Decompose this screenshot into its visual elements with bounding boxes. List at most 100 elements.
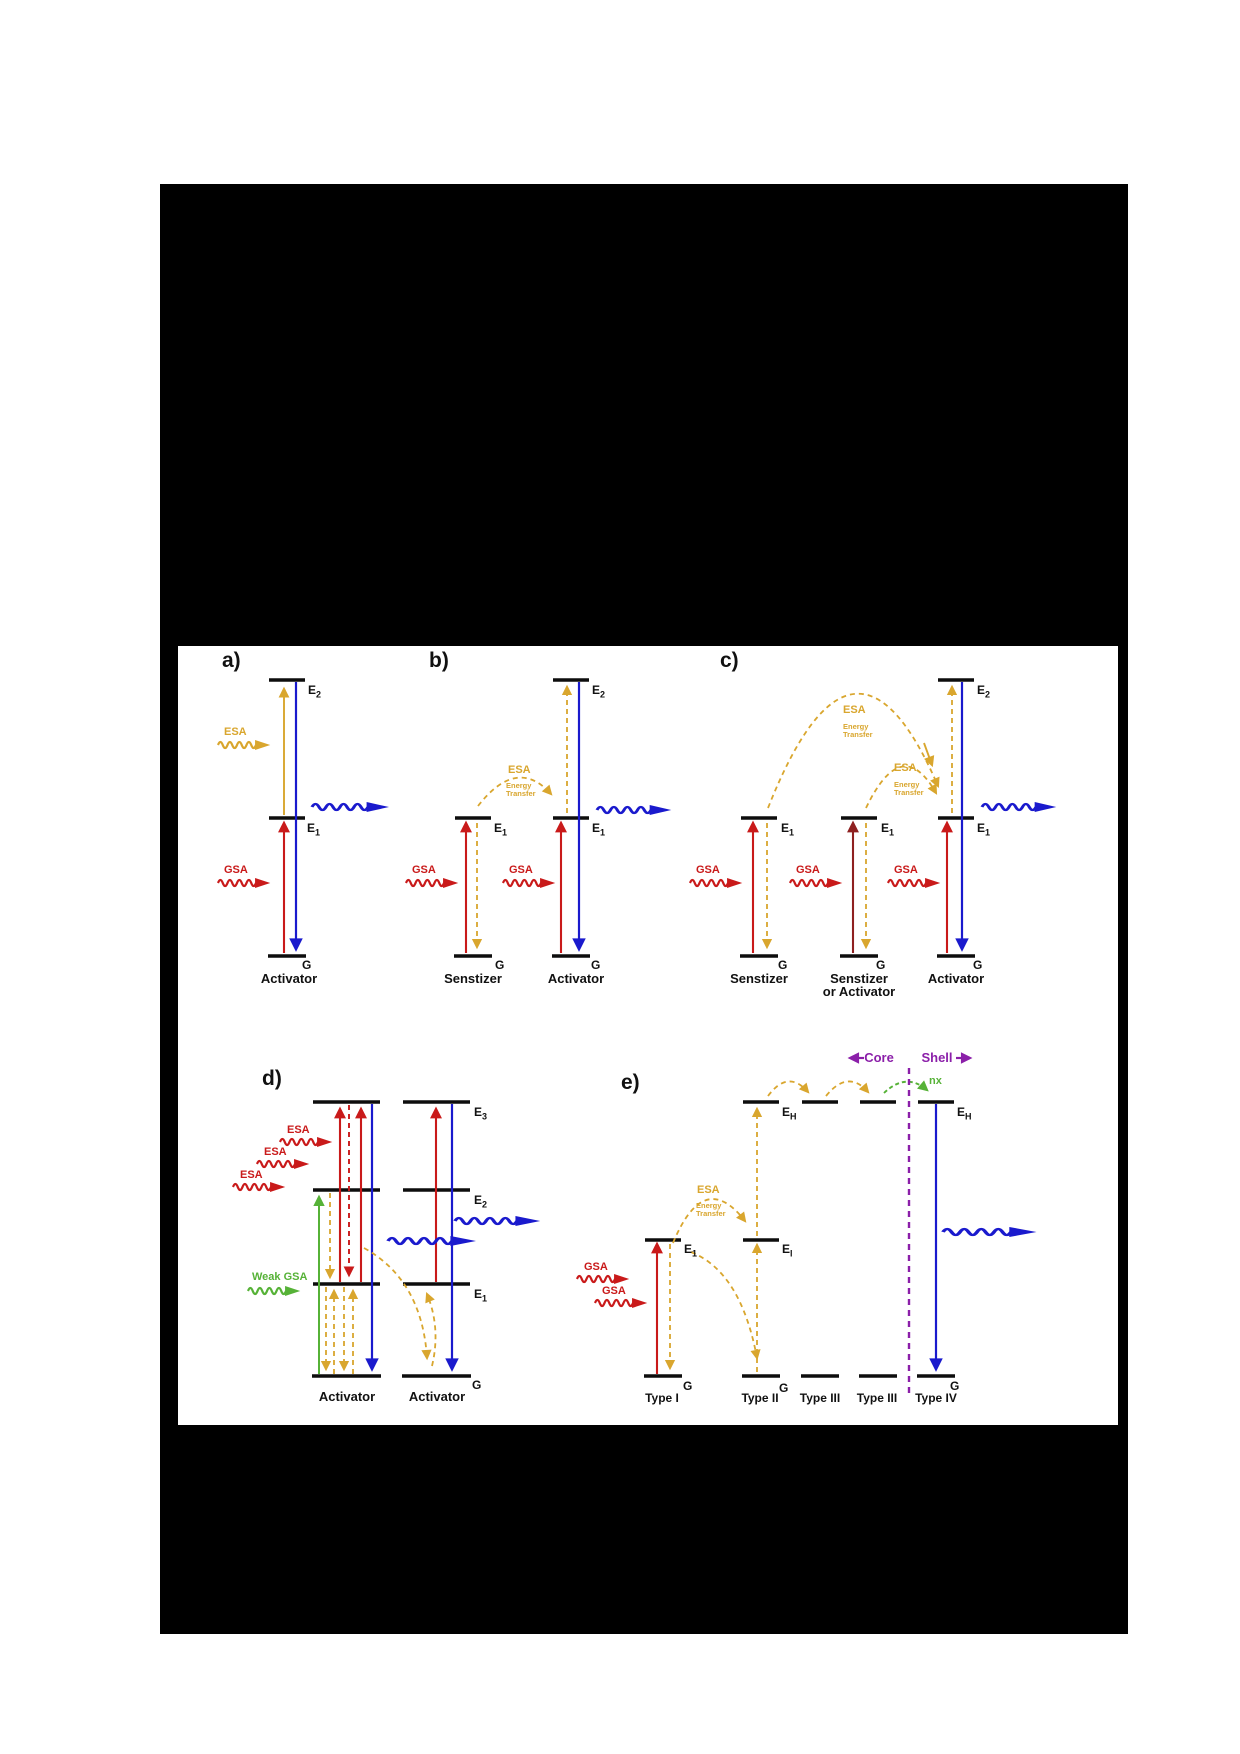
emitted-photon-wavy [941, 1225, 1039, 1239]
gsa-label: GSA [602, 1285, 626, 1297]
emitted-photon-wavy [386, 1234, 478, 1248]
ion-label-activator: Activator [318, 1389, 376, 1404]
emitted-photon-wavy [453, 1214, 543, 1228]
nx-label: nx [929, 1075, 942, 1087]
esa-label: ESA [264, 1146, 287, 1158]
ion-label-activator: Activator [547, 971, 605, 986]
panel-a-tag: a) [222, 649, 241, 672]
panel-b-levels [454, 678, 590, 958]
esa-label: ESA [287, 1124, 310, 1136]
ion-label-senstizer: Senstizer [730, 971, 788, 986]
level-label-e2: E2 [474, 1193, 488, 1210]
gsa-label: GSA [412, 864, 436, 876]
ion-label-activator: Activator [408, 1389, 466, 1404]
ion-label-activator: Activator [927, 971, 985, 986]
energy-transfer-arc-short [865, 765, 938, 809]
level-label-e1: E1 [474, 1287, 488, 1304]
gsa-photon-wavy [788, 876, 844, 890]
cross-relaxation-receive-arc [425, 1291, 437, 1367]
level-label-e1: E1 [977, 821, 991, 838]
esa-photon-wavy [231, 1180, 287, 1194]
energy-migration-hop [767, 1080, 810, 1097]
level-label-e1: E1 [307, 821, 321, 838]
esa-label: ESA [697, 1184, 720, 1196]
esa-label: ESA [894, 762, 917, 774]
panel-c-levels [740, 678, 975, 958]
esa-label: ESA [508, 764, 531, 776]
level-label-g: G [302, 958, 312, 972]
emitted-photon-wavy [980, 800, 1058, 814]
level-label-g: G [779, 1381, 789, 1395]
energy-transfer-arc-chevron [923, 742, 935, 768]
emitted-photon-wavy [595, 803, 673, 817]
level-label-e2: E2 [592, 683, 606, 700]
level-label-eh: EH [782, 1105, 797, 1122]
panel-b-tag: b) [429, 649, 449, 672]
gsa-photon-wavy [593, 1296, 649, 1310]
gsa-label: GSA [894, 864, 918, 876]
level-label-g: G [973, 958, 983, 972]
panel-d-arrows [231, 1104, 543, 1374]
level-label-e1: E1 [781, 821, 795, 838]
level-label-e1: E1 [494, 821, 508, 838]
gsa-label: GSA [509, 864, 533, 876]
level-label-e2: E2 [977, 683, 991, 700]
level-label-e2: E2 [308, 683, 322, 700]
esa-photon-wavy [278, 1135, 334, 1149]
core-label: Core [864, 1050, 894, 1065]
gsa-photon-wavy [404, 876, 460, 890]
panel-a-levels [268, 678, 306, 958]
level-label-e3: E3 [474, 1105, 488, 1122]
panel-b-arrows [404, 682, 673, 953]
esa-photon-wavy [216, 738, 272, 752]
ion-label-activator: Activator [260, 971, 318, 986]
level-label-g: G [778, 958, 788, 972]
weak-gsa-photon-wavy [246, 1284, 302, 1298]
panel-c-tag: c) [720, 649, 739, 672]
cross-relaxation-arc [363, 1247, 432, 1361]
gsa-photon-wavy [216, 876, 272, 890]
nx-migration-hop [883, 1080, 929, 1094]
emitted-photon-wavy [310, 800, 391, 814]
gsa-label: GSA [224, 864, 248, 876]
level-label-e1: E1 [592, 821, 606, 838]
esa-label: ESA [843, 704, 866, 716]
esa-photon-wavy [255, 1157, 311, 1171]
level-label-el: El [782, 1242, 793, 1259]
level-label-g: G [683, 1379, 693, 1393]
type-ii-label: Type II [741, 1391, 779, 1405]
ion-label-senstizer: Senstizer [444, 971, 502, 986]
panel-a-arrows [216, 682, 391, 953]
panel-e-arrows [575, 1052, 1039, 1397]
panel-e-tag: e) [621, 1071, 640, 1094]
panel-d-tag: d) [262, 1067, 282, 1090]
shell-label: Shell [921, 1050, 953, 1065]
level-label-e1: E1 [684, 1242, 698, 1259]
energy-transfer-arc-long [767, 692, 940, 809]
panel-e-levels [644, 1100, 955, 1378]
panel-c-arrows [688, 682, 1058, 953]
energy-transfer-arc-low [690, 1251, 761, 1361]
gsa-label: GSA [696, 864, 720, 876]
panel-d-levels [312, 1100, 471, 1378]
level-label-g: G [495, 958, 505, 972]
level-label-eh: EH [957, 1105, 972, 1122]
level-label-g: G [876, 958, 886, 972]
type-iii-label: Type III [799, 1391, 841, 1405]
energy-migration-hop [825, 1080, 870, 1097]
level-label-e1: E1 [881, 821, 895, 838]
energy-transfer-arc [672, 1198, 747, 1244]
gsa-photon-wavy [501, 876, 557, 890]
diagram-canvas [216, 678, 1058, 1397]
gsa-label: GSA [796, 864, 820, 876]
weak-gsa-label: Weak GSA [252, 1271, 308, 1283]
level-label-g: G [950, 1379, 960, 1393]
gsa-photon-wavy [886, 876, 942, 890]
gsa-photon-wavy [688, 876, 744, 890]
type-i-label: Type I [645, 1391, 679, 1405]
